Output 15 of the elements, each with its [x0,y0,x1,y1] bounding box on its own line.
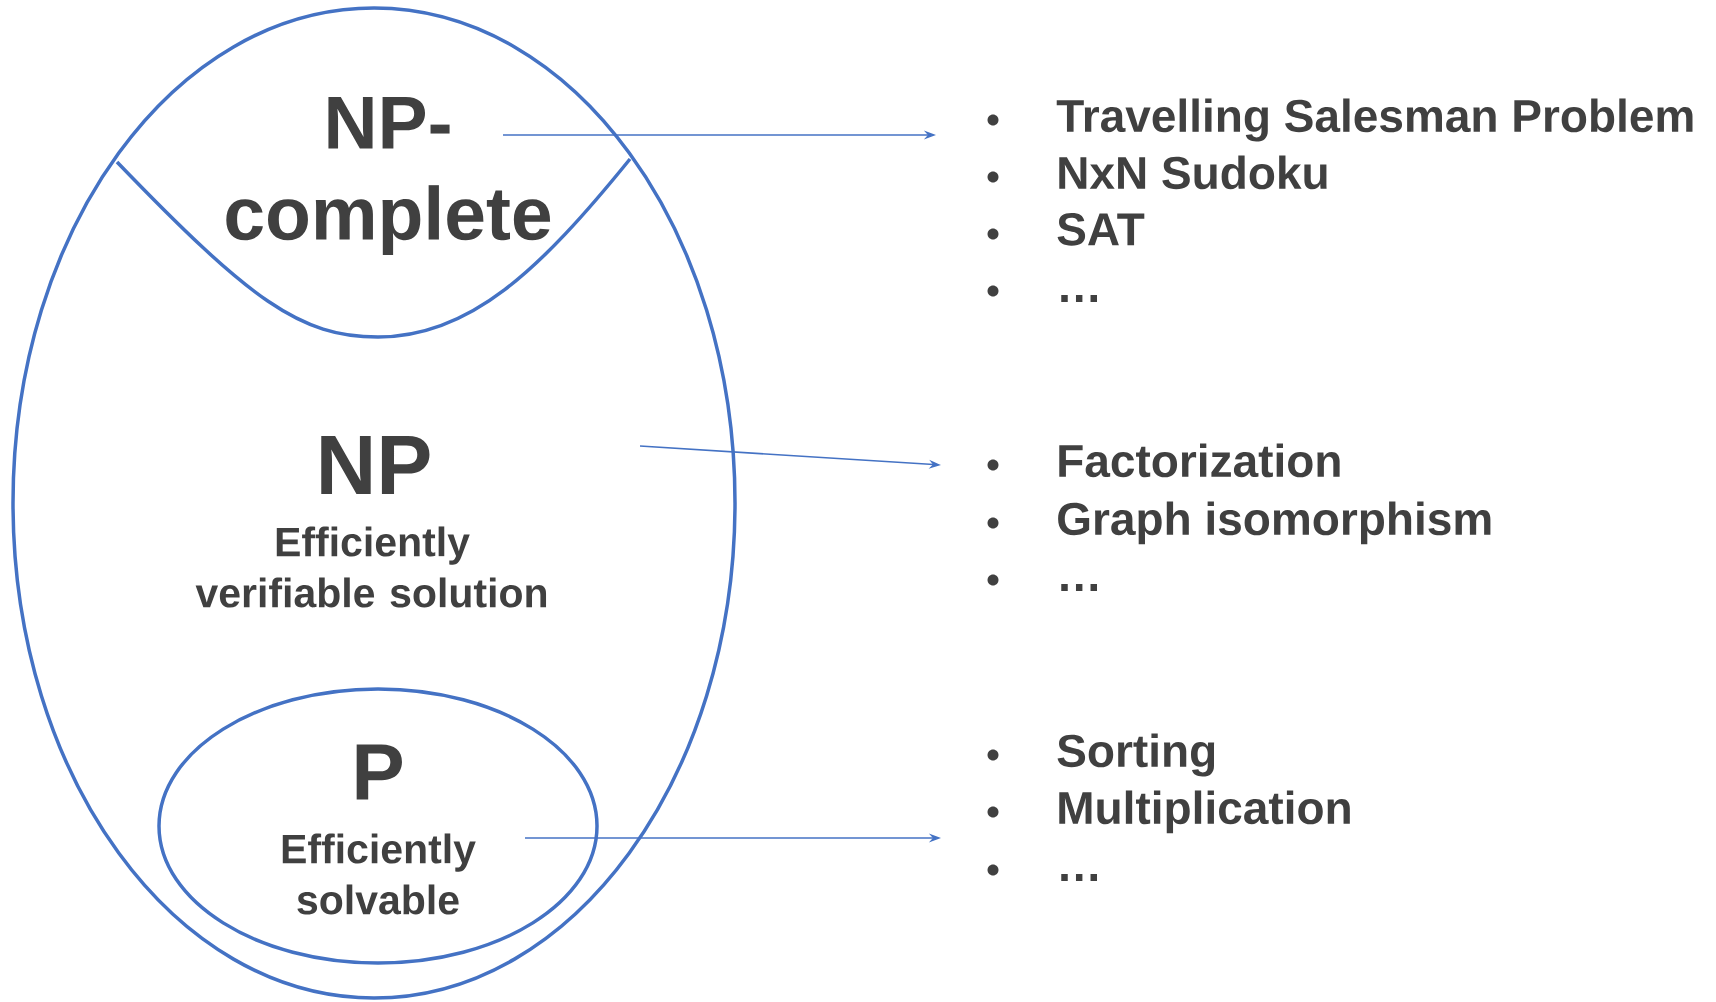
set-label: NP- complete [226,96,551,256]
set-label: P [356,744,402,800]
list-item: … [1061,295,1097,302]
list-item: … [1061,584,1097,591]
list-item: NxN Sudoku [1059,155,1327,190]
list-item: Multiplication [1059,790,1350,834]
set-description: Efficiently solvable [282,833,476,915]
list-item: Graph isomorphism [1058,501,1491,545]
set-description: Efficiently verifiable solution [195,526,547,608]
list-item: Sorting [1057,733,1215,777]
list-item: … [1061,874,1097,881]
list-item: SAT [1057,213,1145,246]
list-item: Factorization [1059,443,1340,478]
list-item: Travelling Salesman Problem [1056,98,1693,142]
set-label: NP [321,436,430,494]
